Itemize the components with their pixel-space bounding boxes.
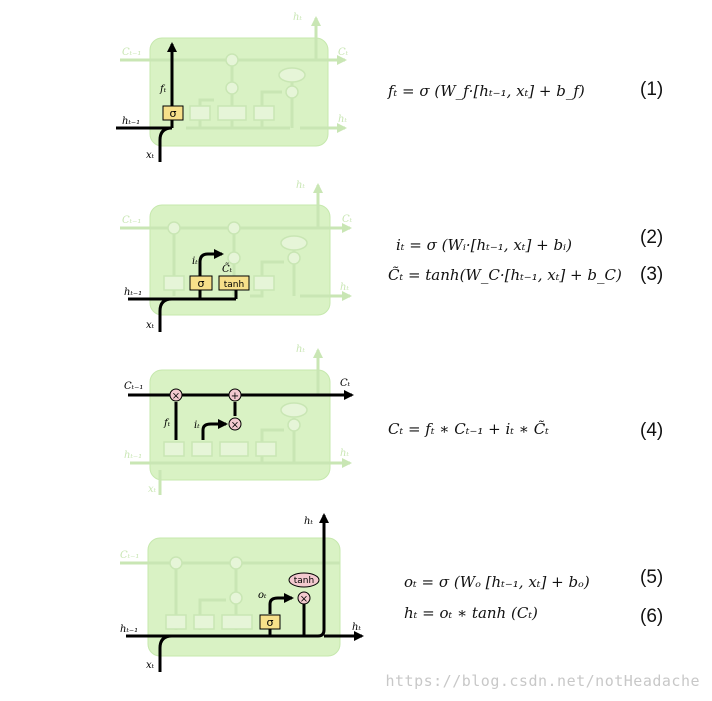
- svg-text:Cₜ₋₁: Cₜ₋₁: [122, 215, 141, 226]
- equation-5: oₜ = σ (Wₒ [hₜ₋₁, xₜ] + bₒ): [404, 573, 590, 591]
- h-prev-label: hₜ₋₁: [120, 624, 138, 635]
- c-prev-label: Cₜ₋₁: [124, 381, 143, 392]
- panel-cell-update: × + × hₜ hₜ hₜ₋₁ xₜ Cₜ₋₁ Cₜ fₜ iₜ: [124, 344, 354, 495]
- svg-text:hₜ: hₜ: [296, 180, 305, 191]
- faded-gates: [189, 53, 306, 121]
- times-label: ×: [172, 391, 180, 402]
- equation-1: fₜ = σ (W_f·[hₜ₋₁, xₜ] + b_f): [388, 82, 585, 100]
- x-label: xₜ: [146, 320, 155, 331]
- ctilde-label: C̃ₜ: [222, 263, 233, 275]
- equation-2-number: (2): [640, 227, 664, 248]
- svg-text:hₜ: hₜ: [340, 448, 349, 459]
- svg-text:Cₜ: Cₜ: [342, 214, 353, 225]
- times-label-2: ×: [231, 420, 239, 431]
- tanh-gate: [218, 275, 250, 291]
- sigma-gate: [259, 614, 281, 630]
- tanh-label: tanh: [224, 280, 244, 290]
- tanh-op: [288, 572, 320, 588]
- svg-text:hₜ: hₜ: [296, 344, 305, 355]
- equation-5-number: (5): [640, 567, 664, 588]
- svg-text:hₜ₋₁: hₜ₋₁: [124, 450, 142, 461]
- panel-forget-gate: σ Cₜ₋₁ Cₜ hₜ hₜ hₜ₋₁ xₜ fₜ: [116, 12, 349, 162]
- x-label: xₜ: [146, 150, 155, 161]
- h-right-label: hₜ: [352, 622, 361, 633]
- svg-text:hₜ: hₜ: [293, 12, 302, 23]
- equation-4-number: (4): [640, 420, 664, 441]
- i-label: iₜ: [192, 256, 198, 267]
- h-prev-label: hₜ₋₁: [124, 287, 142, 298]
- h-top-label: hₜ: [304, 516, 313, 527]
- svg-text:xₜ: xₜ: [148, 484, 157, 495]
- svg-text:Cₜ: Cₜ: [338, 47, 349, 58]
- sigma-label: σ: [170, 107, 177, 120]
- faded-labels: Cₜ₋₁ Cₜ hₜ hₜ: [122, 12, 349, 125]
- svg-text:Cₜ₋₁: Cₜ₋₁: [120, 550, 139, 561]
- multiply-op: [169, 388, 183, 402]
- svg-text:hₜ: hₜ: [340, 282, 349, 293]
- plus-label: +: [231, 391, 239, 402]
- watermark: https://blog.csdn.net/notHeadache: [385, 672, 700, 690]
- equation-2: iₜ = σ (Wᵢ·[hₜ₋₁, xₜ] + bᵢ): [396, 236, 572, 254]
- equation-6: hₜ = oₜ ∗ tanh (Cₜ): [404, 604, 538, 622]
- equation-6-number: (6): [640, 606, 664, 627]
- sigma-gate: [189, 275, 213, 291]
- panel-input-gate: σ tanh Cₜ₋₁ Cₜ hₜ hₜ hₜ₋₁ xₜ iₜ C̃ₜ: [120, 180, 353, 332]
- panel-output-gate: σ × tanh Cₜ₋₁ hₜ₋₁ xₜ oₜ hₜ hₜ: [120, 513, 364, 672]
- o-label: oₜ: [258, 590, 267, 601]
- x-label: xₜ: [146, 660, 155, 671]
- f-label: fₜ: [163, 418, 171, 429]
- f-label: fₜ: [159, 84, 167, 95]
- equation-3: C̃ₜ = tanh(W_C·[hₜ₋₁, xₜ] + b_C): [388, 266, 622, 284]
- h-prev-label: hₜ₋₁: [122, 116, 140, 127]
- add-op: [228, 388, 242, 402]
- sigma-label: σ: [198, 277, 205, 290]
- multiply-op: [297, 591, 311, 605]
- c-t-label: Cₜ: [340, 378, 351, 389]
- times-label: ×: [300, 594, 308, 605]
- svg-text:hₜ: hₜ: [338, 114, 347, 125]
- tanh-label: tanh: [294, 576, 314, 586]
- sigma-gate: [162, 105, 184, 121]
- multiply-op-2: [228, 417, 242, 431]
- equation-3-number: (3): [640, 264, 664, 285]
- equation-1-number: (1): [640, 79, 664, 100]
- cell-box: [149, 37, 329, 147]
- sigma-label: σ: [267, 616, 274, 629]
- equation-4: Cₜ = fₜ ∗ Cₜ₋₁ + iₜ ∗ C̃ₜ: [388, 420, 549, 438]
- svg-text:Cₜ₋₁: Cₜ₋₁: [122, 47, 141, 58]
- i-label: iₜ: [194, 420, 200, 431]
